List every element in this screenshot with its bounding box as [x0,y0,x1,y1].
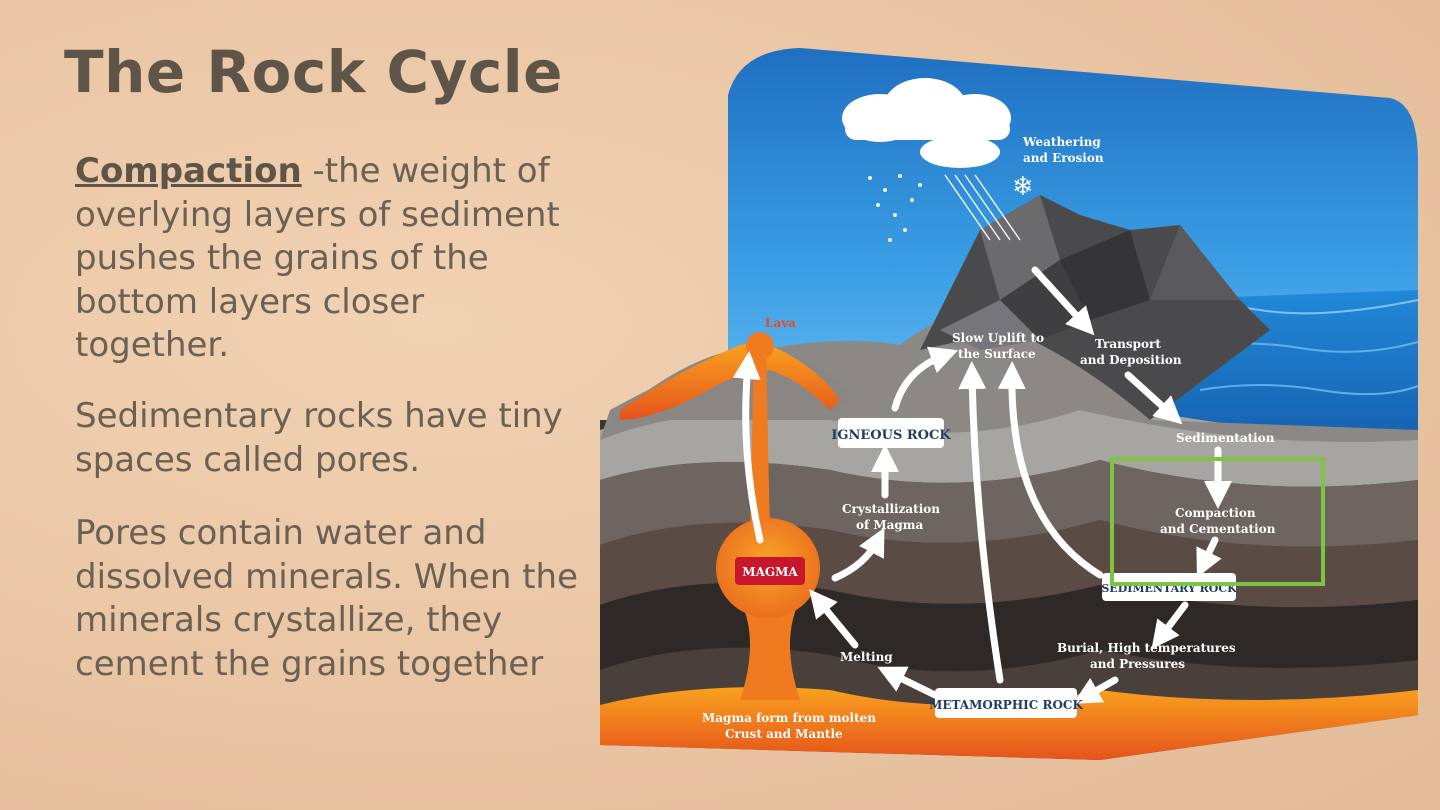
compaction-term: Compaction [75,151,302,191]
magma-conduit [750,350,770,535]
arrow-weathering [1031,266,1095,336]
uplift-label-2: the Surface [958,347,1036,361]
compaction-label-2: and Cementation [1160,522,1276,536]
layer-dark [600,582,1418,672]
mantle-layer [600,687,1418,760]
compaction-highlight-box [1110,457,1325,586]
metamorphic-rock-box: METAMORPHIC ROCK [929,688,1083,718]
compaction-definition: Compaction -the weight of overlying laye… [75,150,575,368]
crystallization-label-1: Crystallization [842,502,940,516]
arrow-compaction [1196,536,1222,578]
slide-title: The Rock Cycle [64,38,564,106]
layer-lower [600,647,1418,705]
pores-paragraph: Sedimentary rocks have tiny spaces calle… [75,396,563,480]
arrow-metamorphic-to-melting [877,666,939,699]
crystallization-label-2: of Magma [856,518,923,532]
igneous-rock-label: IGNEOUS ROCK [831,428,951,443]
arrow-melting-to-magma [809,589,859,649]
transport-label-2: and Deposition [1080,353,1182,367]
weathering-label-1: Weathering [1022,135,1101,149]
arrow-metamorphic-to-uplift [958,361,1004,684]
transport-label-1: Transport [1095,337,1161,351]
magma-chamber-neck [740,600,800,700]
weathering-label-2: and Erosion [1023,151,1104,165]
cloud-icon [842,78,1011,168]
magma-box: MAGMA [735,557,805,585]
lava-flow [620,343,840,420]
burial-label-1: Burial, High temperatures [1057,641,1236,655]
sedimentary-rock-box: SEDIMENTARY ROCK [1101,573,1237,601]
arrow-magma-to-lava [732,351,764,544]
arrow-magma-to-crystallization [831,527,885,582]
compaction-label-1: Compaction [1175,506,1256,520]
arrow-sedimentary-to-uplift [997,361,1104,579]
sedimentation-label: Sedimentation [1176,431,1275,445]
metamorphic-rock-label: METAMORPHIC ROCK [929,698,1083,712]
magma-form-label-2: Crust and Mantle [725,727,843,741]
arrow-burial-to-metamorphic [1072,676,1119,704]
cementation-paragraph: Pores contain water and dissolved minera… [75,513,578,684]
arrow-sedimentary-to-burial [1151,601,1189,650]
arrow-transport [1124,371,1183,425]
uplift-label-1: Slow Uplift to [952,331,1044,345]
lava-label: Lava [765,316,796,330]
burial-label-2: and Pressures [1090,657,1185,671]
magma-form-label-1: Magma form from molten [702,711,876,725]
compaction-definition-text: -the weight of overlying layers of sedim… [75,151,560,365]
melting-label: Melting [840,650,893,664]
arrow-igneous-to-uplift [891,346,959,412]
snowflake-icon: ❄ [1012,172,1034,202]
igneous-rock-box: IGNEOUS ROCK [831,418,951,448]
magma-label: MAGMA [742,565,798,579]
precipitation-icon [868,174,922,242]
